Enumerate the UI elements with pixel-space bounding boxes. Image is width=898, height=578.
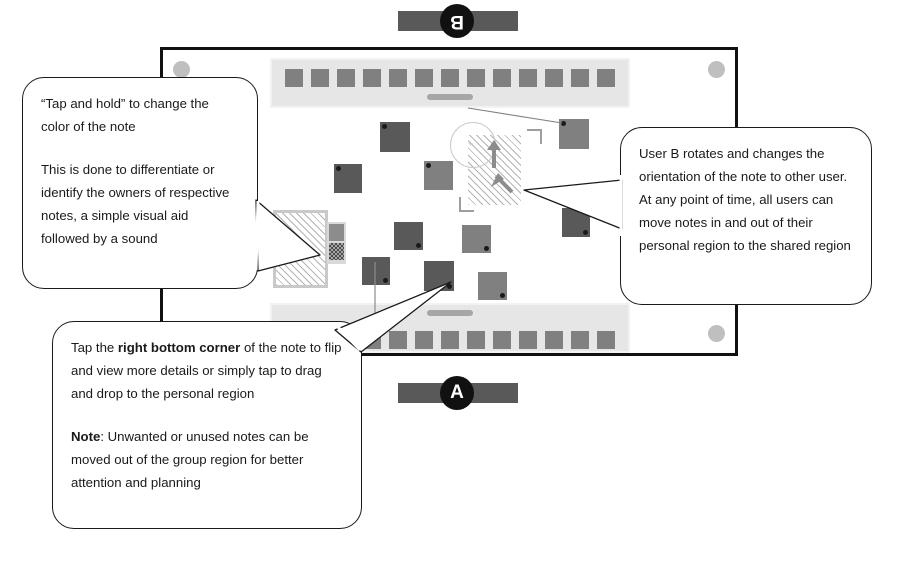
rotate-arrow-down-icon <box>491 173 514 194</box>
mini-note[interactable] <box>415 69 433 87</box>
mini-note[interactable] <box>597 331 615 349</box>
sticky-note[interactable] <box>424 161 453 190</box>
mini-note[interactable] <box>311 69 329 87</box>
callout-bottom-p1-after: of the note to flip and view more detail… <box>71 340 342 401</box>
mini-note[interactable] <box>389 331 407 349</box>
callout-bottom-p2-after: : Unwanted or unused notes can be moved … <box>71 429 309 490</box>
corner-bracket-bottom-left <box>459 197 474 212</box>
strip-handle-bottom[interactable] <box>427 310 473 316</box>
badge-a-circle: A <box>440 376 474 410</box>
mini-note[interactable] <box>493 331 511 349</box>
note-swatch-buttons[interactable] <box>327 222 346 264</box>
badge-b: B <box>398 4 518 38</box>
mini-note[interactable] <box>571 331 589 349</box>
sticky-note[interactable] <box>334 164 362 193</box>
note-corner-dot-icon[interactable] <box>500 293 505 298</box>
callout-right-tail <box>523 179 623 230</box>
callout-left-tail <box>255 199 321 272</box>
mini-note[interactable] <box>415 331 433 349</box>
personal-region-top[interactable] <box>270 58 630 108</box>
note-corner-dot-icon[interactable] <box>426 163 431 168</box>
sticky-note[interactable] <box>462 225 491 253</box>
board-corner-dot-top-right <box>708 61 725 78</box>
callout-right-paragraph-1: User B rotates and changes the orientati… <box>639 146 851 253</box>
mini-note-row-top <box>272 69 628 87</box>
mini-note[interactable] <box>363 69 381 87</box>
rotate-arrow-up-icon <box>487 140 501 168</box>
note-corner-dot-icon[interactable] <box>583 230 588 235</box>
callout-bottom-p1-bold: right bottom corner <box>117 340 241 355</box>
callout-user-b-rotation: User B rotates and changes the orientati… <box>620 127 872 305</box>
note-corner-dot-icon[interactable] <box>382 124 387 129</box>
mini-note[interactable] <box>519 331 537 349</box>
note-corner-dot-icon[interactable] <box>336 166 341 171</box>
pattern-swatch-button[interactable] <box>329 243 344 260</box>
corner-bracket-top-right <box>527 129 542 144</box>
mini-note[interactable] <box>467 69 485 87</box>
mini-note[interactable] <box>467 331 485 349</box>
callout-left-paragraph-2: This is done to differentiate or identif… <box>41 162 230 246</box>
note-corner-dot-icon[interactable] <box>416 243 421 248</box>
callout-left-paragraph-1: “Tap and hold” to change the color of th… <box>41 96 209 134</box>
mini-note[interactable] <box>441 331 459 349</box>
sticky-note[interactable] <box>478 272 507 300</box>
rotate-center-plus-icon: + <box>468 139 474 149</box>
board-corner-dot-top-left <box>173 61 190 78</box>
mini-note[interactable] <box>597 69 615 87</box>
callout-flip-and-drag: Tap the right bottom corner of the note … <box>52 321 362 529</box>
leader-strip-to-note <box>467 107 563 124</box>
note-corner-dot-icon[interactable] <box>484 246 489 251</box>
sticky-note[interactable] <box>362 257 390 285</box>
callout-bottom-p2-bold: Note <box>71 429 101 444</box>
sticky-note[interactable] <box>394 222 423 250</box>
mini-note[interactable] <box>571 69 589 87</box>
mini-note[interactable] <box>545 331 563 349</box>
note-corner-dot-icon[interactable] <box>561 121 566 126</box>
mini-note[interactable] <box>389 69 407 87</box>
mini-note[interactable] <box>441 69 459 87</box>
solid-swatch-button[interactable] <box>329 224 344 241</box>
mini-note[interactable] <box>519 69 537 87</box>
note-corner-dot-icon[interactable] <box>383 278 388 283</box>
strip-handle-top[interactable] <box>427 94 473 100</box>
sticky-note[interactable] <box>559 119 589 149</box>
board-corner-dot-bottom-right <box>708 325 725 342</box>
sticky-note[interactable] <box>424 261 454 291</box>
callout-bottom-paragraph-1: Tap the right bottom corner of the note … <box>71 336 343 405</box>
mini-note[interactable] <box>545 69 563 87</box>
callout-tap-and-hold: “Tap and hold” to change the color of th… <box>22 77 258 289</box>
callout-bottom-paragraph-2: Note: Unwanted or unused notes can be mo… <box>71 425 343 494</box>
callout-bottom-tail <box>334 281 452 353</box>
mini-note[interactable] <box>337 69 355 87</box>
badge-a-label: A <box>450 382 464 403</box>
mini-note[interactable] <box>493 69 511 87</box>
callout-bottom-p1-before: Tap the <box>71 340 118 355</box>
note-corner-dot-icon[interactable] <box>447 284 452 289</box>
mini-note[interactable] <box>285 69 303 87</box>
sticky-note[interactable] <box>380 122 410 152</box>
badge-a: A <box>398 376 518 410</box>
